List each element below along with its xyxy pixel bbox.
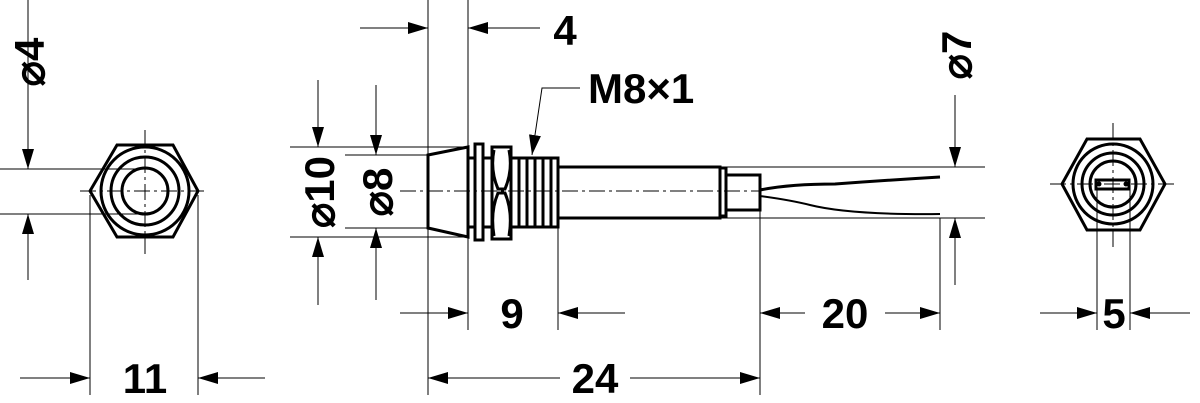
front-view: ⌀4 11 [0,0,265,402]
dim-thread: M8×1 [588,65,694,112]
dim-body-diameter: ⌀7 [933,31,980,80]
body-tube [556,165,722,220]
wire-1 [759,175,941,192]
wire-sleeve [724,173,762,212]
wire-2 [759,195,941,216]
dim-thread-length: 9 [500,290,523,337]
rear-view: 5 [1040,123,1190,337]
thread [509,156,560,229]
dim-slot-width: 5 [1102,290,1125,337]
dim-front-bore-diameter: ⌀4 [6,37,53,86]
dim-wire-length: 20 [822,290,869,337]
dim-cone-length: 4 [553,7,577,54]
side-view: ⌀10 ⌀8 4 M8×1 9 24 20 ⌀7 [290,0,985,402]
dim-body-length: 24 [572,355,619,402]
dim-cone-inner-diameter: ⌀8 [354,168,401,217]
dim-front-across-flats: 11 [123,355,167,402]
dim-cone-outer-diameter: ⌀10 [296,156,343,228]
hex-nut [490,145,513,241]
cone-lens [426,145,470,239]
thread-leader [529,87,580,156]
